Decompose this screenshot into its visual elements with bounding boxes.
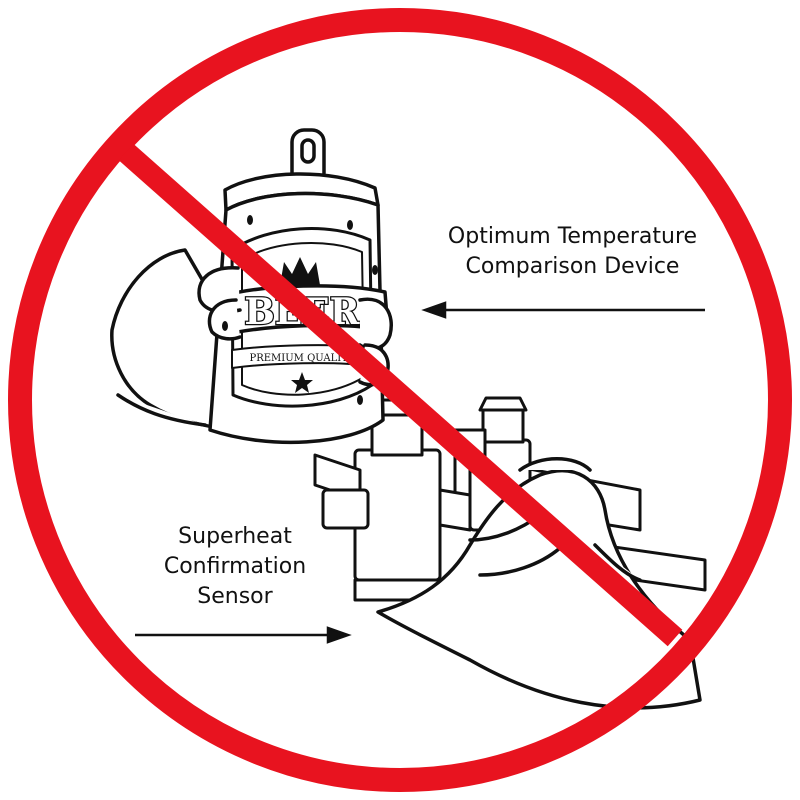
callout-label-bottom: Superheat Confirmation Sensor xyxy=(150,522,320,612)
beer-tagline-text: PREMIUM QUALITY xyxy=(250,353,355,364)
callout-bottom-line1: Superheat xyxy=(178,524,292,549)
callout-arrow-top xyxy=(421,301,705,319)
callout-top-line1: Optimum Temperature xyxy=(447,224,698,249)
prohibition-ring xyxy=(8,8,792,792)
callout-bottom-line3: Sensor xyxy=(197,584,273,609)
callout-label-top: Optimum Temperature Comparison Device xyxy=(430,222,715,282)
callout-bottom-line2: Confirmation xyxy=(163,554,307,579)
prohibition-slash xyxy=(118,143,683,647)
callout-arrow-bottom xyxy=(135,626,352,644)
lower-hand xyxy=(376,457,702,710)
condensation-drops xyxy=(222,215,378,405)
crown-icon xyxy=(280,257,320,285)
callout-top-line2: Comparison Device xyxy=(465,254,680,279)
star-icon xyxy=(291,372,313,393)
